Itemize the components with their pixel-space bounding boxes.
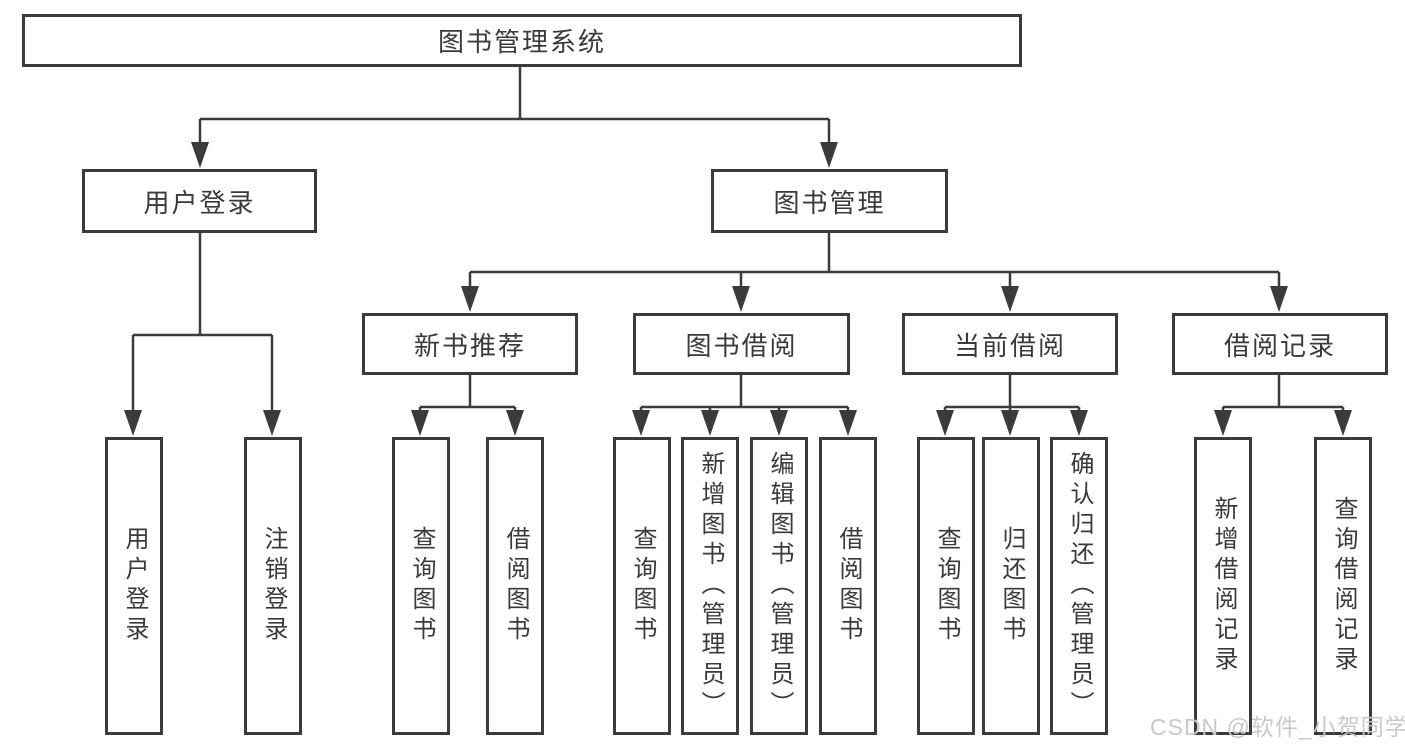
node-book-borrowing: 图书借阅 [633,313,850,375]
leaf-user-login-label: 用户登录 [121,526,148,646]
node-new-book-recommendation: 新书推荐 [362,313,578,375]
node-root-label: 图书管理系统 [437,27,606,57]
node-book-borrowing-label: 图书借阅 [685,330,798,361]
node-current-borrowing-label: 当前借阅 [953,330,1066,361]
node-book-management-label: 图书管理 [773,187,886,218]
leaf-user-login: 用户登录 [105,437,163,735]
leaf-borrow-book-1-label: 借阅图书 [502,526,529,646]
leaf-edit-book-admin-label: 编辑图书（管理员） [766,451,793,721]
node-user-login-label: 用户登录 [143,187,256,218]
leaf-query-borrow-record: 查询借阅记录 [1314,437,1372,735]
leaf-borrow-book-1: 借阅图书 [486,437,544,735]
leaf-query-book-1-label: 查询图书 [408,526,435,646]
leaf-add-borrow-record-label: 新增借阅记录 [1210,496,1237,676]
node-book-management: 图书管理 [711,169,948,233]
leaf-query-book-3-label: 查询图书 [933,526,960,646]
leaf-add-book-admin-label: 新增图书（管理员） [697,451,724,721]
leaf-query-book-2: 查询图书 [613,437,671,735]
leaf-borrow-book-2-label: 借阅图书 [835,526,862,646]
node-borrowing-records: 借阅记录 [1172,313,1388,375]
leaf-confirm-return-admin-label: 确认归还（管理员） [1066,451,1093,721]
csdn-watermark: CSDN @软件_小贺同学 [1150,714,1405,740]
leaf-add-borrow-record: 新增借阅记录 [1194,437,1252,735]
leaf-query-borrow-record-label: 查询借阅记录 [1330,496,1357,676]
leaf-logout: 注销登录 [244,437,302,735]
node-root: 图书管理系统 [22,14,1022,67]
node-borrowing-records-label: 借阅记录 [1223,330,1336,361]
leaf-edit-book-admin: 编辑图书（管理员） [750,437,808,735]
leaf-borrow-book-2: 借阅图书 [819,437,877,735]
leaf-logout-label: 注销登录 [260,526,287,646]
node-current-borrowing: 当前借阅 [902,313,1118,375]
leaf-add-book-admin: 新增图书（管理员） [681,437,739,735]
leaf-query-book-2-label: 查询图书 [629,526,656,646]
leaf-return-book-label: 归还图书 [998,526,1025,646]
leaf-query-book-1: 查询图书 [392,437,450,735]
leaf-confirm-return-admin: 确认归还（管理员） [1050,437,1108,735]
node-user-login: 用户登录 [82,169,317,233]
leaf-return-book: 归还图书 [982,437,1040,735]
leaf-query-book-3: 查询图书 [917,437,975,735]
connector-edges [131,67,1345,412]
arrowhead-icons [124,142,1352,436]
node-new-book-recommendation-label: 新书推荐 [413,330,526,361]
